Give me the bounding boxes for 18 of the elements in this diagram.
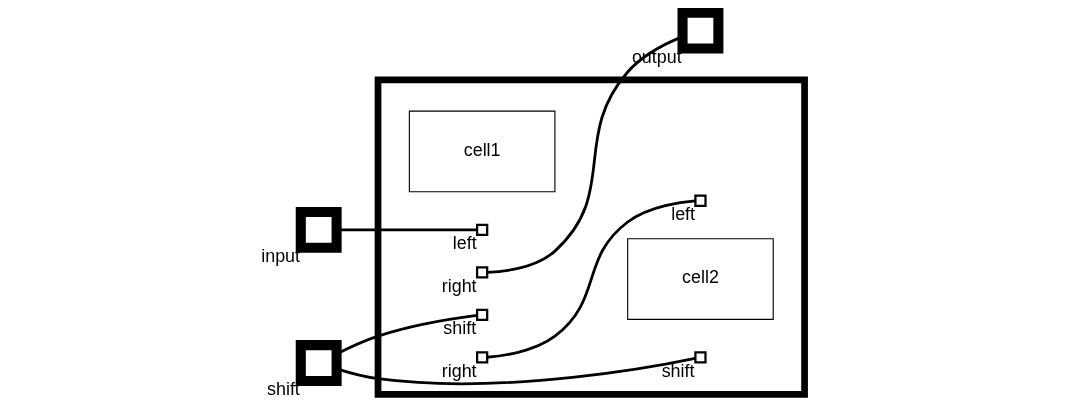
node-box <box>476 266 489 279</box>
node-label: right <box>441 275 477 296</box>
connector <box>487 199 696 359</box>
node-label: left <box>671 204 696 225</box>
cluster <box>374 76 808 398</box>
node-box <box>694 351 707 364</box>
node-label: shift <box>443 318 477 339</box>
node-box <box>476 351 489 364</box>
node-label: shift <box>267 379 300 400</box>
node-label: shift <box>661 360 695 381</box>
node-box: cell1 <box>408 110 556 193</box>
node-box <box>476 308 489 322</box>
node-box <box>476 223 489 236</box>
node-label: left <box>452 233 477 254</box>
node-label: input <box>261 246 301 267</box>
node-box: cell2 <box>627 238 774 320</box>
node-label: right <box>441 360 477 381</box>
node-box <box>694 194 707 207</box>
